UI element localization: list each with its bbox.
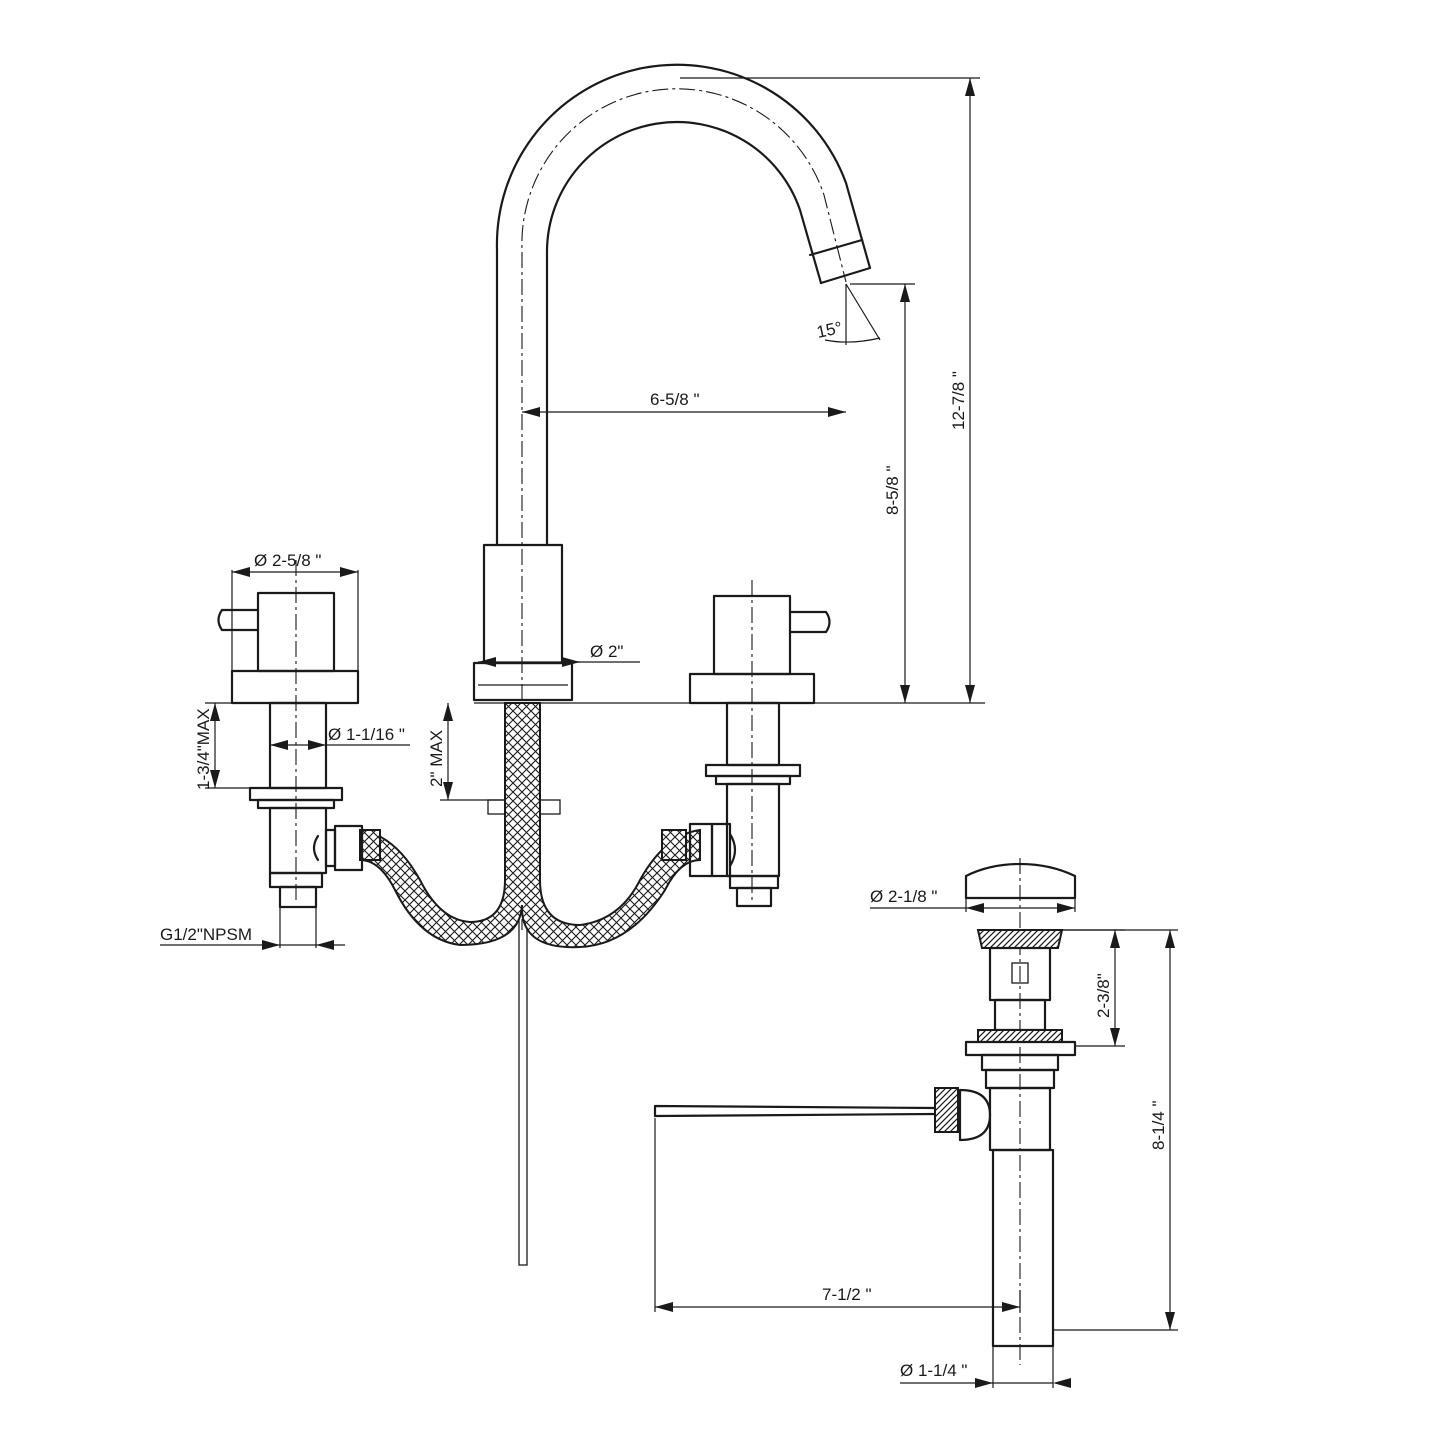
drain-cap-diameter-label: Ø 2-1/8 " xyxy=(870,887,937,906)
overall-height-dimension: 12-7/8 " xyxy=(680,77,980,703)
spout-shank-label: 2" MAX xyxy=(427,730,446,787)
spout-shank-dimension: 2" MAX xyxy=(427,703,505,801)
drain-cap-diameter-dimension: Ø 2-1/8 " xyxy=(870,887,1076,913)
handle-shank-label: 1-3/4"MAX xyxy=(194,708,213,790)
spout-height-dimension: 8-5/8 " xyxy=(850,283,915,703)
spout-reach-dimension: 6-5/8 " xyxy=(522,390,846,417)
spout-angle-dimension: 15° xyxy=(815,283,881,345)
handle-shank-dimension: 1-3/4"MAX xyxy=(194,702,270,790)
spout-reach-label: 6-5/8 " xyxy=(650,390,700,409)
spout-angle-label: 15° xyxy=(815,318,844,342)
spout-base-diameter-label: Ø 2" xyxy=(590,642,623,661)
shank-diameter-label: Ø 1-1/16 " xyxy=(328,725,405,744)
shank-diameter-dimension: Ø 1-1/16 " xyxy=(270,725,410,750)
supply-hoses xyxy=(359,702,701,949)
drain-height-dimension: 8-1/4 " xyxy=(1053,929,1178,1331)
drain-height-label: 8-1/4 " xyxy=(1149,1100,1168,1150)
spout-height-label: 8-5/8 " xyxy=(883,465,902,515)
drain-flange-label: 2-3/8" xyxy=(1094,973,1113,1018)
handle-diameter-label: Ø 2-5/8 " xyxy=(254,551,321,570)
spout-base-diameter-dimension: Ø 2" xyxy=(478,642,640,667)
handle-diameter-dimension: Ø 2-5/8 " xyxy=(231,551,359,671)
right-handle xyxy=(688,580,831,908)
drain-rod-dimension: 7-1/2 " xyxy=(654,1118,1021,1312)
inlet-thread-label: G1/2"NPSM xyxy=(160,925,252,944)
drain-tail-diameter-dimension: Ø 1-1/4 " xyxy=(900,1346,1071,1388)
drain-tail-diameter-label: Ø 1-1/4 " xyxy=(900,1361,967,1380)
drain-rod-label: 7-1/2 " xyxy=(822,1285,872,1304)
popup-drain xyxy=(653,858,1077,1365)
drain-flange-dimension: 2-3/8" xyxy=(1062,929,1125,1047)
spout xyxy=(472,63,872,702)
inlet-thread-dimension: G1/2"NPSM xyxy=(160,907,345,950)
overall-height-label: 12-7/8 " xyxy=(949,371,968,430)
